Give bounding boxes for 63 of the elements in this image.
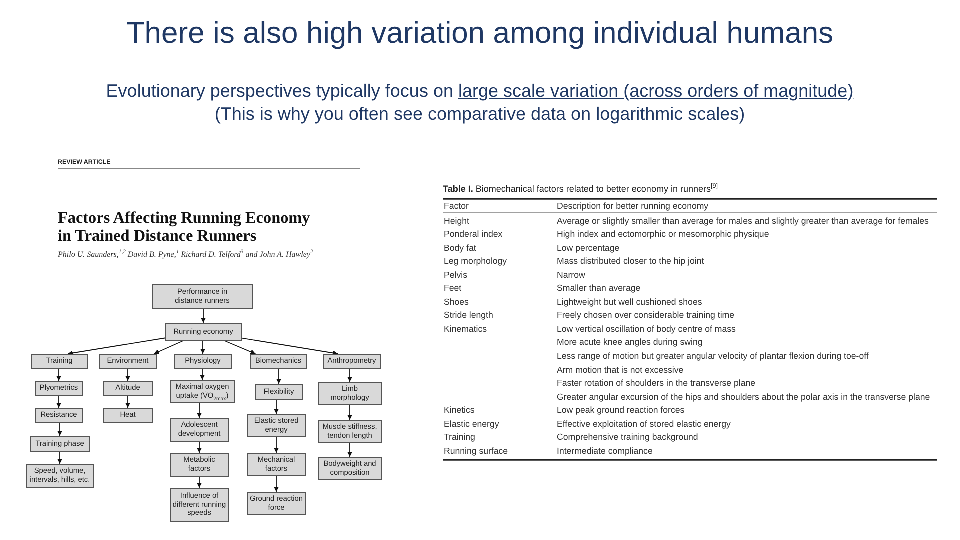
arrow — [56, 368, 62, 382]
factor-description: Mass distributed closer to the hip joint — [557, 256, 704, 268]
slide-title: There is also high variation among individual humans — [126, 16, 834, 52]
subtitle-text: (This is why you often see comparative data on logarithmic scales) — [214, 104, 746, 126]
factor-name: Ponderal index — [444, 229, 503, 240]
arrow — [68, 338, 166, 356]
factor-description: Low peak ground reaction forces — [557, 405, 685, 416]
table-caption: Table I. Biomechanical factors related to better economy in runners$^{[9]}$ — [443, 184, 718, 195]
factor-description: Arm motion that is not excessive — [557, 364, 684, 376]
factor-description: Smaller than average — [557, 283, 641, 294]
factor-name: Stride length — [444, 310, 494, 322]
arrow — [197, 442, 202, 454]
factor-name: Body fat — [444, 242, 476, 254]
factor-description: Comprehensive training background — [557, 432, 698, 444]
underlined-link: large scale variation (across orders of magnitude) — [458, 81, 854, 103]
factor-name: Running surface — [444, 446, 508, 457]
factor-name: Feet — [444, 283, 462, 294]
factor-description: Effective exploitation of stored elastic energy — [557, 418, 731, 430]
factor-description: Low percentage — [557, 242, 620, 254]
arrow — [197, 476, 202, 488]
factor-description: Lightweight but well cushioned shoes — [557, 296, 702, 308]
arrow — [200, 340, 206, 354]
factor-description: Average or slightly smaller than average for males and slightly greater than average for females — [557, 216, 929, 226]
arrow — [154, 340, 184, 354]
arrow — [276, 368, 282, 384]
arrow — [197, 402, 202, 418]
column-header: Factor — [444, 201, 469, 212]
arrow — [58, 422, 62, 436]
author-list: Philo U. Saunders,$^{1,2}$ David B. Pyne,$^{1}$ Richard D. Telford$^{3}$ and John A. Hawley$^{2}$ — [58, 250, 314, 260]
factor-description: High index and ectomorphic or mesomorphic physique — [557, 229, 770, 240]
arrow — [348, 368, 352, 382]
factor-description: Intermediate compliance — [557, 446, 653, 457]
subtitle-text: Evolutionary perspectives typically focus on large scale variation (across orders of magnitude) — [106, 81, 854, 103]
arrow — [274, 476, 279, 492]
factor-description: Low vertical oscillation of body centre of mass — [557, 324, 736, 335]
factor-description: More acute knee angles during swing — [557, 337, 703, 348]
paper-title: Factors Affecting Running Economy in Trained Distance Runners — [58, 209, 312, 245]
factor-name: Kinetics — [444, 405, 475, 416]
factor-description: Faster rotation of shoulders in the transverse plane — [557, 378, 756, 390]
arrow — [224, 340, 256, 354]
factor-name: Training — [444, 432, 476, 444]
arrow — [242, 338, 339, 356]
arrow — [274, 436, 279, 454]
factor-description: Less range of motion but greater angular velocity of plantar flexion during toe-off — [557, 351, 869, 362]
arrow — [274, 400, 279, 414]
arrow — [126, 396, 130, 408]
factor-description: Narrow — [557, 270, 586, 281]
column-header: Description for better running economy — [557, 201, 709, 212]
factor-name: Leg morphology — [444, 256, 508, 268]
arrow — [348, 442, 352, 458]
arrow — [126, 368, 130, 382]
factor-name: Pelvis — [444, 270, 468, 281]
factor-description: Greater angular excursion of the hips and shoulders about the polar axis in the transverse plane — [557, 392, 930, 403]
arrow — [200, 368, 205, 380]
arrow — [58, 452, 62, 464]
factor-name: Kinematics — [444, 324, 488, 335]
factor-name: Height — [444, 216, 470, 226]
factor-name: Shoes — [444, 296, 469, 308]
arrow — [201, 308, 206, 324]
factor-name: Elastic energy — [444, 418, 500, 430]
arrow — [348, 404, 352, 420]
arrow — [56, 396, 62, 408]
factor-description: Freely chosen over considerable training time — [557, 310, 734, 322]
